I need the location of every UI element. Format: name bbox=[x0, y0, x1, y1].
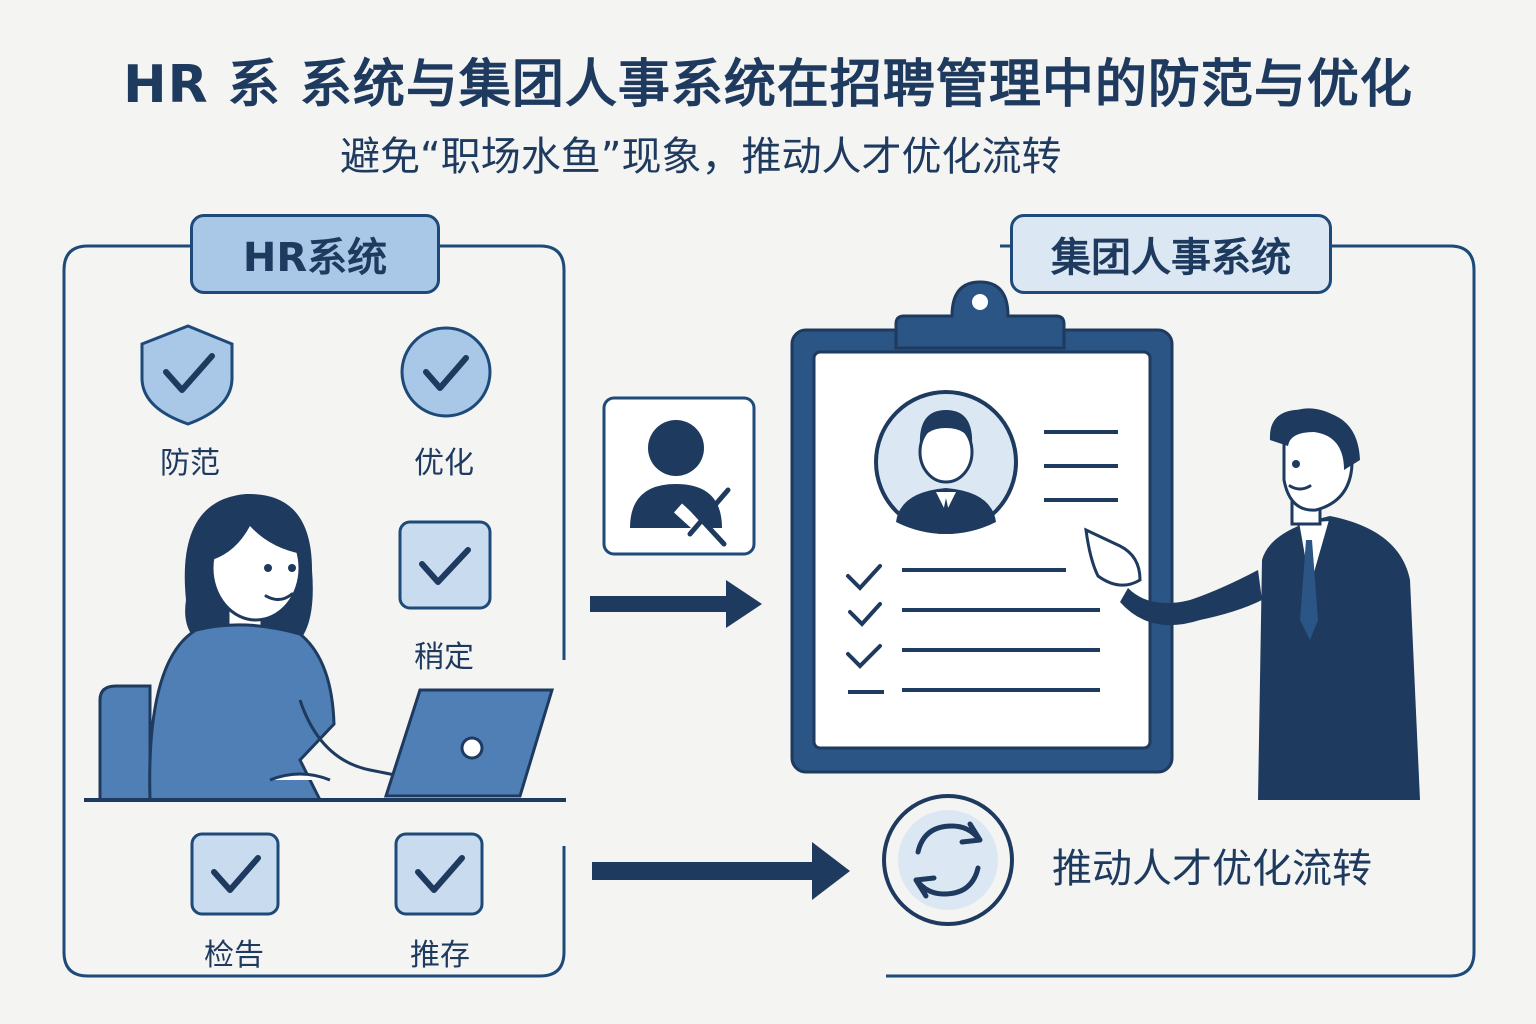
group-panel-frame bbox=[886, 244, 1476, 978]
refresh-icon bbox=[882, 794, 1014, 926]
clipboard-icon bbox=[790, 280, 1174, 774]
square-check-icon-bottom-right bbox=[394, 832, 484, 916]
arrow-right-icon bbox=[590, 580, 762, 628]
square-check-icon bbox=[398, 520, 492, 610]
circle-check-icon bbox=[400, 326, 492, 418]
hr-panel-frame-right bbox=[440, 244, 566, 660]
label-prevention: 防范 bbox=[160, 446, 220, 481]
woman-illustration bbox=[84, 493, 566, 802]
shield-check-icon bbox=[140, 324, 234, 426]
hr-panel-frame bbox=[62, 244, 566, 978]
square-check-icon-bottom-left bbox=[190, 832, 280, 916]
businessman-illustration bbox=[1084, 408, 1420, 800]
person-remove-icon bbox=[602, 396, 756, 556]
flow-label: 推动人才优化流转 bbox=[1052, 846, 1372, 892]
label-report: 检告 bbox=[204, 938, 264, 973]
arrow-right-icon-bottom bbox=[592, 842, 850, 900]
page-title: HR 系 系统与集团人事系统在招聘管理中的防范与优化 bbox=[123, 55, 1413, 115]
label-recommend: 推存 bbox=[410, 938, 470, 973]
label-optimize: 优化 bbox=[414, 446, 474, 481]
label-stabilize: 稍定 bbox=[414, 640, 474, 675]
group-system-tag: 集团人事系统 bbox=[1010, 214, 1332, 294]
hr-system-tag: HR系统 bbox=[190, 214, 440, 294]
page-subtitle: 避免“职场水鱼”现象，推动人才优化流转 bbox=[340, 134, 1062, 180]
